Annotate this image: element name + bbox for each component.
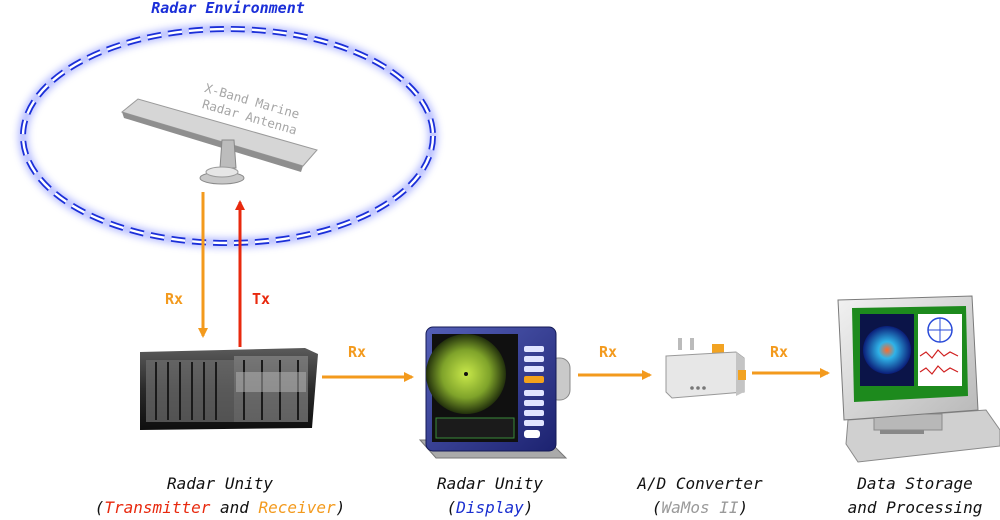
display-caption-line2: (Display) (446, 498, 534, 517)
converter-caption-line2: (WaMos II) (651, 498, 749, 517)
environment-title: Radar Environment (151, 0, 305, 17)
tx-up-label: Tx (252, 290, 271, 308)
transceiver-caption: Radar Unity (Transmitter and Receiver) (70, 472, 370, 520)
transceiver-caption-line2: (Transmitter and Receiver) (94, 498, 346, 517)
transceiver-caption-line1: Radar Unity (167, 474, 273, 493)
rx-to-storage-label: Rx (770, 343, 789, 361)
rx-to-converter-label: Rx (599, 343, 618, 361)
transmitter-text: Transmitter (104, 498, 211, 517)
storage-caption-line1: Data Storage (857, 474, 973, 493)
wamos-text: WaMos II (661, 498, 739, 517)
storage-caption-line2: and Processing (847, 498, 983, 517)
workstation-icon (837, 295, 1000, 463)
ad-converter-icon (665, 338, 746, 399)
converter-caption-line1: A/D Converter (637, 474, 763, 493)
display-text: Display (456, 498, 524, 517)
antenna-icon (120, 98, 318, 185)
converter-caption: A/D Converter (WaMos II) (620, 472, 780, 520)
storage-caption: Data Storage and Processing (830, 472, 1000, 520)
radar-display-icon (418, 326, 571, 459)
rx-down-label: Rx (165, 290, 184, 308)
receiver-text: Receiver (258, 498, 336, 517)
display-caption-line1: Radar Unity (437, 474, 543, 493)
display-caption: Radar Unity (Display) (410, 472, 570, 520)
rx-to-display-label: Rx (348, 343, 367, 361)
radar-environment-ring (18, 24, 438, 248)
transceiver-icon (140, 348, 318, 430)
